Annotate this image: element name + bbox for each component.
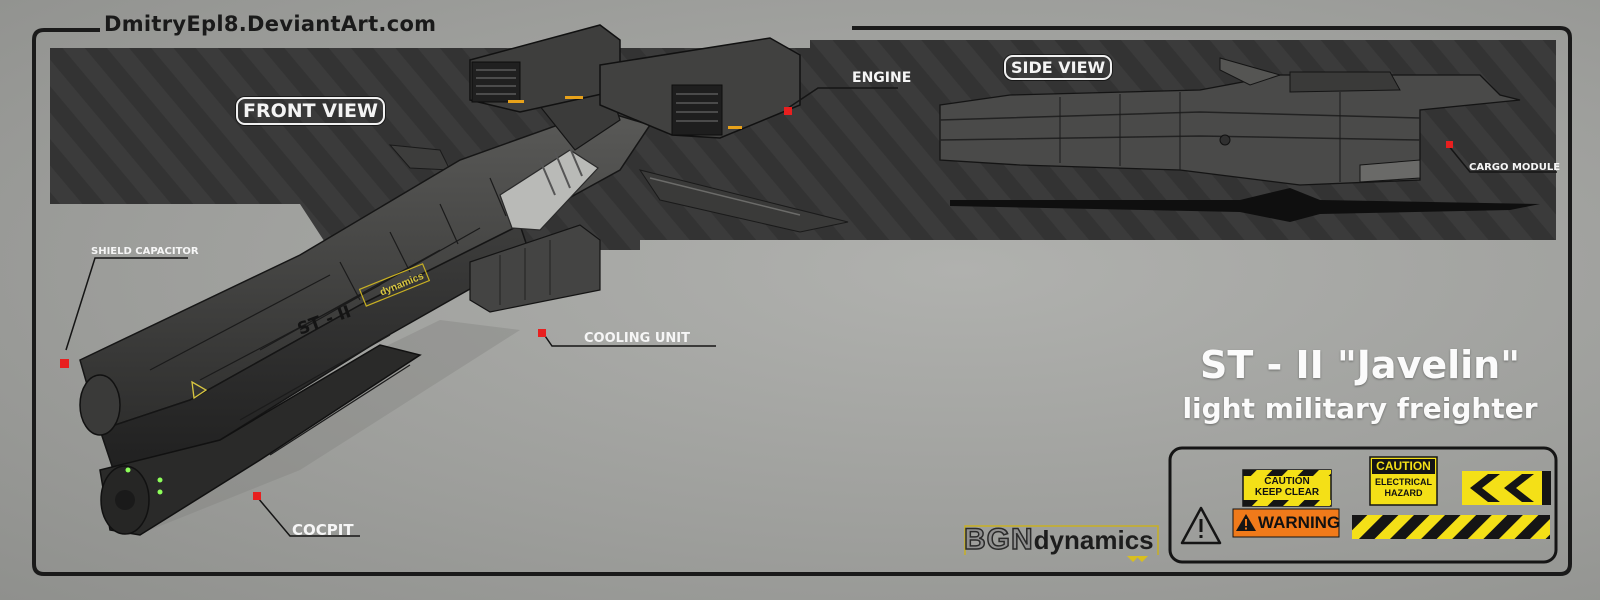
callout-cooling-unit: COOLING UNIT xyxy=(584,331,690,346)
side-view-ship xyxy=(939,57,1540,222)
ship-class: light military freighter xyxy=(1182,392,1538,425)
brand-suffix: dynamics xyxy=(1033,525,1154,555)
front-view-label: FRONT VIEW xyxy=(236,97,385,125)
brand-logo: BGNdynamics xyxy=(963,522,1154,557)
callout-markers xyxy=(60,107,1453,500)
callout-cargo-module: CARGO MODULE xyxy=(1469,162,1561,173)
front-view-ship: ST - II dynamics xyxy=(79,24,849,536)
side-view-label: SIDE VIEW xyxy=(1004,55,1113,80)
electrical-hazard-bottom: HAZARD xyxy=(1384,488,1423,498)
caution-header: CAUTION xyxy=(1376,459,1431,473)
warning-label: WARNING xyxy=(1258,513,1341,532)
sheet-frame xyxy=(32,26,1572,576)
electrical-hazard-top: ELECTRICAL xyxy=(1375,477,1432,487)
ship-name: ST - II "Javelin" xyxy=(1199,343,1521,387)
brand-prefix: BGN xyxy=(963,522,1034,557)
callout-cocpit: COCPIT xyxy=(292,521,354,539)
caution-panel xyxy=(1168,446,1558,564)
callout-engine: ENGINE xyxy=(852,70,912,86)
brand-frame xyxy=(964,525,1159,562)
caution-keep-clear-bottom: KEEP CLEAR xyxy=(1254,487,1320,498)
caution-keep-clear-top: CAUTION xyxy=(1264,476,1310,487)
callout-shield-capacitor: SHIELD CAPACITOR xyxy=(91,246,199,257)
callout-lines xyxy=(65,87,1557,537)
artist-credit: DmitryEpl8.DeviantArt.com xyxy=(104,12,437,36)
warning-triangle-icon xyxy=(1180,506,1222,545)
